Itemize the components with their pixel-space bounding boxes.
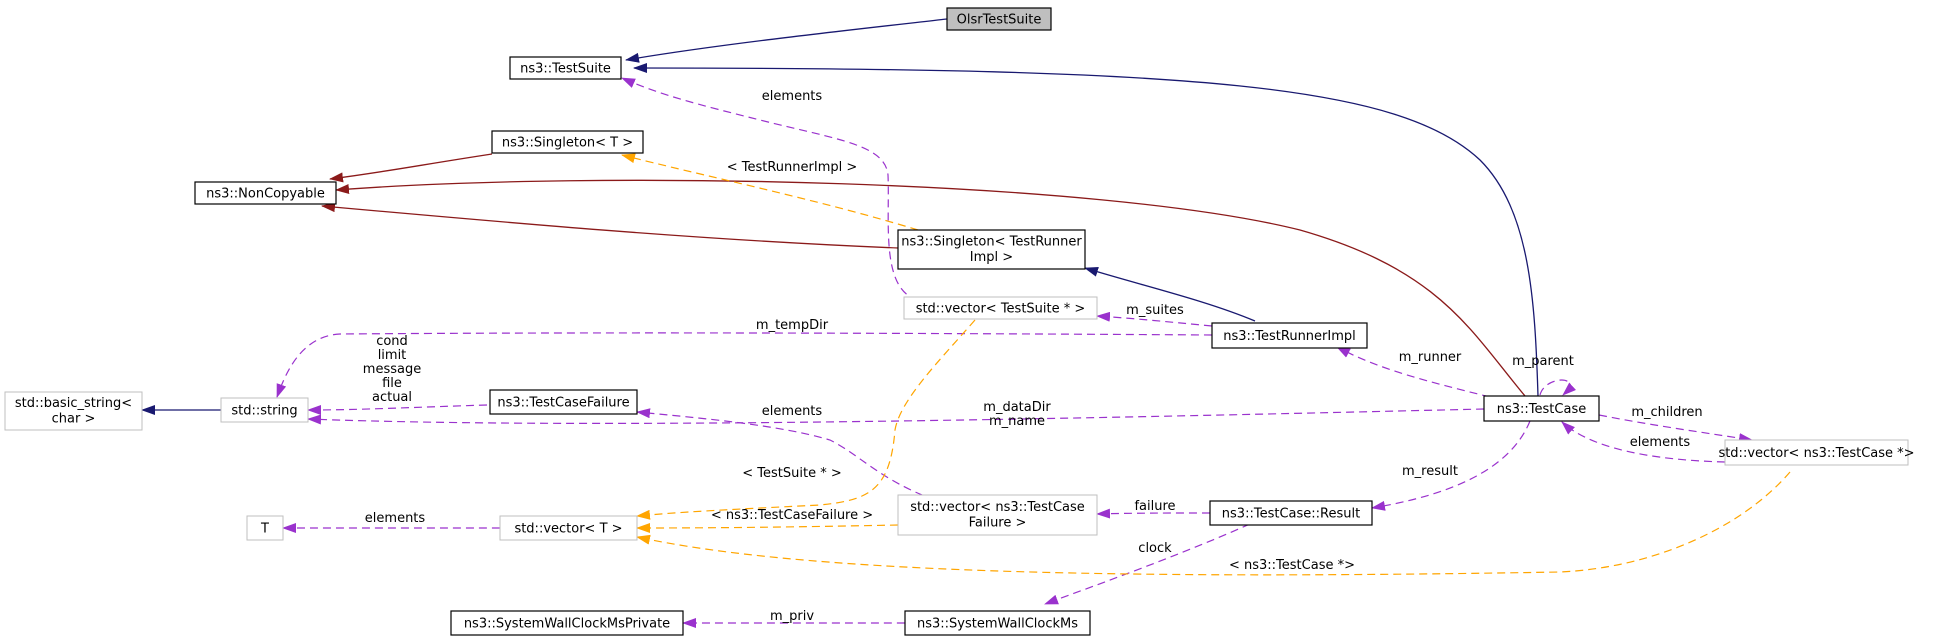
edge-label-cond: cond [376, 334, 408, 349]
edge-testcase-self-parent [1539, 379, 1576, 396]
edge-label-elements-suite: elements [762, 89, 823, 104]
edge-label-m-priv: m_priv [770, 609, 814, 624]
svg-text:OlsrTestSuite: OlsrTestSuite [957, 13, 1042, 28]
svg-text:std::string: std::string [231, 404, 297, 419]
edge-label-elements-t: elements [365, 511, 426, 526]
edge-label-failure: failure [1134, 499, 1175, 514]
node-vector-t[interactable]: std::vector< T > [499, 515, 638, 541]
edge-label-message: message [363, 362, 421, 377]
svg-text:ns3::TestCaseFailure: ns3::TestCaseFailure [497, 396, 629, 411]
svg-text:ns3::SystemWallClockMsPrivate: ns3::SystemWallClockMsPrivate [464, 617, 670, 632]
node-test-case-result[interactable]: ns3::TestCase::Result [1209, 500, 1373, 526]
edge-label-elements-failure: elements [762, 404, 823, 419]
edge-label-m-children: m_children [1631, 405, 1702, 420]
edge-label-file: file [382, 376, 402, 391]
edge-label-m-datadir: m_dataDir [983, 400, 1051, 415]
node-vector-test-case[interactable]: std::vector< ns3::TestCase *> [1718, 439, 1915, 466]
svg-text:ns3::Singleton< TestRunner: ns3::Singleton< TestRunner [901, 235, 1082, 250]
svg-text:ns3::NonCopyable: ns3::NonCopyable [206, 187, 325, 202]
node-vector-test-case-failure[interactable]: std::vector< ns3::TestCase Failure > [897, 494, 1098, 536]
svg-text:ns3::TestRunnerImpl: ns3::TestRunnerImpl [1223, 329, 1356, 344]
edge-label-limit: limit [378, 348, 407, 363]
node-t-param[interactable]: T [246, 515, 284, 541]
edge-testcase-to-testsuite [633, 63, 1539, 397]
edge-label-m-parent: m_parent [1512, 354, 1574, 369]
svg-text:ns3::Singleton< T >: ns3::Singleton< T > [502, 136, 633, 151]
edge-label-m-result: m_result [1402, 464, 1458, 479]
svg-text:ns3::SystemWallClockMs: ns3::SystemWallClockMs [917, 617, 1078, 632]
edge-singleton-runner-to-noncopyable [321, 202, 899, 249]
edge-label-m-tempdir: m_tempDir [756, 318, 829, 333]
node-singleton-t[interactable]: ns3::Singleton< T > [491, 130, 644, 154]
edge-label-actual: actual [372, 390, 412, 405]
node-test-case-failure[interactable]: ns3::TestCaseFailure [489, 389, 638, 415]
edge-vector-testsuite-to-testsuite [621, 77, 919, 301]
node-system-wall-clock-ms-private[interactable]: ns3::SystemWallClockMsPrivate [450, 610, 684, 636]
node-system-wall-clock-ms[interactable]: ns3::SystemWallClockMs [904, 610, 1091, 636]
svg-text:ns3::TestCase::Result: ns3::TestCase::Result [1222, 507, 1360, 522]
edge-label-clock: clock [1138, 541, 1172, 556]
edge-vector-testcase-to-vector-t [636, 471, 1791, 576]
edge-label-m-suites: m_suites [1126, 303, 1184, 318]
node-olsr-test-suite[interactable]: OlsrTestSuite [946, 7, 1052, 31]
edge-testrunnerimpl-to-string [276, 332, 1213, 398]
svg-text:char >: char > [52, 412, 96, 427]
node-test-case[interactable]: ns3::TestCase [1483, 395, 1600, 422]
edge-singleton-t-to-noncopyable [329, 153, 493, 183]
edge-testcasefailure-to-string [307, 404, 488, 415]
edge-result-to-vector-failure [1096, 508, 1211, 519]
edge-testcase-to-vector-testcase [1598, 414, 1753, 443]
edge-testrunnerimpl-to-singleton-runner [1084, 267, 1256, 322]
edge-label-string-members: cond limit message file actual [363, 334, 421, 405]
svg-text:Failure >: Failure > [969, 516, 1027, 531]
node-std-string[interactable]: std::string [220, 397, 309, 423]
edge-vector-failure-to-testcasefailure [636, 408, 936, 501]
edge-label-m-name: m_name [989, 414, 1045, 429]
edge-label-m-runner: m_runner [1399, 350, 1462, 365]
node-vector-test-suite[interactable]: std::vector< TestSuite * > [903, 296, 1098, 320]
svg-text:ns3::TestCase: ns3::TestCase [1497, 402, 1586, 417]
svg-text:T: T [260, 522, 269, 537]
svg-text:std::vector< T >: std::vector< T > [514, 522, 622, 537]
edge-label-elements-testcase: elements [1630, 435, 1691, 450]
edge-testcase-to-string [307, 408, 1485, 425]
svg-text:std::vector< ns3::TestCase: std::vector< ns3::TestCase [910, 500, 1085, 515]
edge-vector-testcase-to-testcase [1561, 421, 1726, 463]
node-basic-string[interactable]: std::basic_string< char > [4, 391, 143, 431]
edge-label-testcase-ptr-template: < ns3::TestCase *> [1229, 558, 1355, 573]
svg-text:std::basic_string<: std::basic_string< [15, 396, 132, 411]
node-test-suite[interactable]: ns3::TestSuite [509, 56, 622, 80]
svg-text:Impl >: Impl > [970, 250, 1013, 265]
edge-result-to-wallclock [1044, 523, 1251, 605]
edge-vector-failure-to-vector-t [636, 522, 899, 533]
edge-testcase-to-noncopyable [335, 179, 1526, 397]
node-singleton-test-runner-impl[interactable]: ns3::Singleton< TestRunner Impl > [897, 229, 1086, 270]
svg-text:ns3::TestSuite: ns3::TestSuite [520, 62, 611, 77]
edge-singleton-runner-to-singleton-t [621, 153, 919, 231]
edge-testrunnerimpl-to-vector-testsuite [1096, 311, 1213, 327]
edge-testcase-to-result [1371, 420, 1531, 511]
svg-text:std::vector< TestSuite * >: std::vector< TestSuite * > [916, 302, 1086, 317]
edge-testcase-to-testrunnerimpl [1336, 346, 1491, 398]
edge-olsrtestsuite-to-testsuite [625, 18, 948, 63]
node-test-runner-impl[interactable]: ns3::TestRunnerImpl [1211, 322, 1368, 349]
edge-label-testrunnerimpl-template: < TestRunnerImpl > [727, 160, 858, 175]
edge-vector-testsuite-to-vector-t [636, 319, 976, 520]
svg-text:std::vector< ns3::TestCase *>: std::vector< ns3::TestCase *> [1718, 446, 1914, 461]
node-non-copyable[interactable]: ns3::NonCopyable [194, 181, 337, 205]
edge-label-testsuite-ptr-template: < TestSuite * > [742, 466, 841, 481]
edge-label-failure-template: < ns3::TestCaseFailure > [711, 508, 873, 523]
